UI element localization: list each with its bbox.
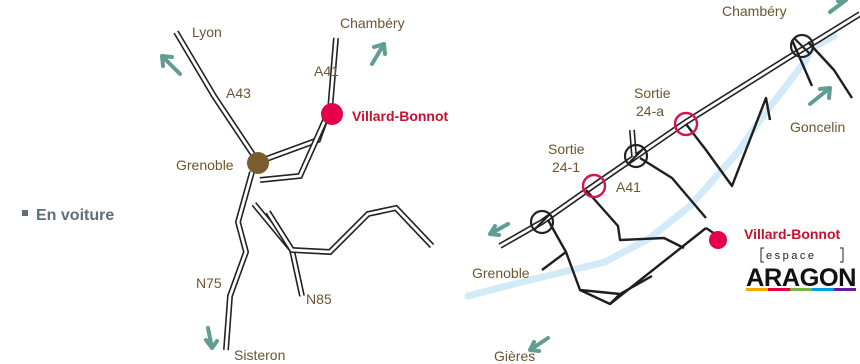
- road-label-a41: A41: [314, 63, 339, 79]
- location-marker-icon: [321, 103, 343, 125]
- exit-24-1-icon: [581, 173, 607, 199]
- city-label-sisteron: Sisteron: [234, 347, 285, 363]
- road-label-a43: A43: [226, 85, 251, 101]
- location-marker-icon: [709, 231, 727, 249]
- direction-arrow-icon: [370, 42, 387, 66]
- direction-arrow-icon: [488, 222, 510, 237]
- city-label-gieres: Gières: [494, 348, 535, 364]
- exit-label-line2: 24-1: [552, 159, 580, 175]
- city-label-chambery: Chambéry: [340, 15, 405, 31]
- city-label-lyon: Lyon: [192, 24, 222, 40]
- section-label: En voiture: [36, 207, 114, 224]
- direction-arrow-icon: [528, 336, 550, 353]
- interchange-icon: [623, 143, 649, 169]
- logo-top-text: espace: [766, 250, 816, 262]
- espace-aragon-logo: espace ARAGON: [746, 247, 857, 292]
- exit-24-a-icon: [673, 111, 699, 137]
- road-label-a41-right: A41: [616, 179, 641, 195]
- direction-arrow-icon: [204, 326, 219, 350]
- destination-label-right: Villard-Bonnot: [744, 226, 841, 242]
- destination-label: Villard-Bonnot: [352, 108, 449, 124]
- direction-arrow-icon: [808, 86, 832, 106]
- road-label-n85: N85: [306, 291, 332, 307]
- interchange-icon: [529, 209, 555, 235]
- local-map: Chambéry Sortie 24-a Goncelin Sortie 24-…: [464, 0, 860, 364]
- regional-map: Lyon Chambéry A43 A41 Villard-Bonnot Gre…: [160, 15, 449, 363]
- direction-arrow-icon: [160, 54, 182, 76]
- city-label-grenoble: Grenoble: [176, 157, 234, 173]
- city-label-goncelin: Goncelin: [790, 119, 845, 135]
- section-heading: En voiture: [22, 207, 114, 224]
- road-network: [173, 30, 435, 351]
- grenoble-marker: [247, 152, 269, 174]
- city-label-chambery-right: Chambéry: [722, 3, 787, 19]
- direction-arrow-icon: [828, 0, 848, 14]
- exit-label-line2: 24-a: [636, 103, 664, 119]
- bullet-icon: [22, 210, 28, 216]
- city-label-grenoble-right: Grenoble: [472, 265, 530, 281]
- road-label-n75: N75: [196, 275, 222, 291]
- exit-label-line1: Sortie: [548, 141, 585, 157]
- exit-label-line1: Sortie: [634, 85, 671, 101]
- interchange-icon: [789, 33, 815, 59]
- logo-bottom-text: ARAGON: [746, 264, 856, 292]
